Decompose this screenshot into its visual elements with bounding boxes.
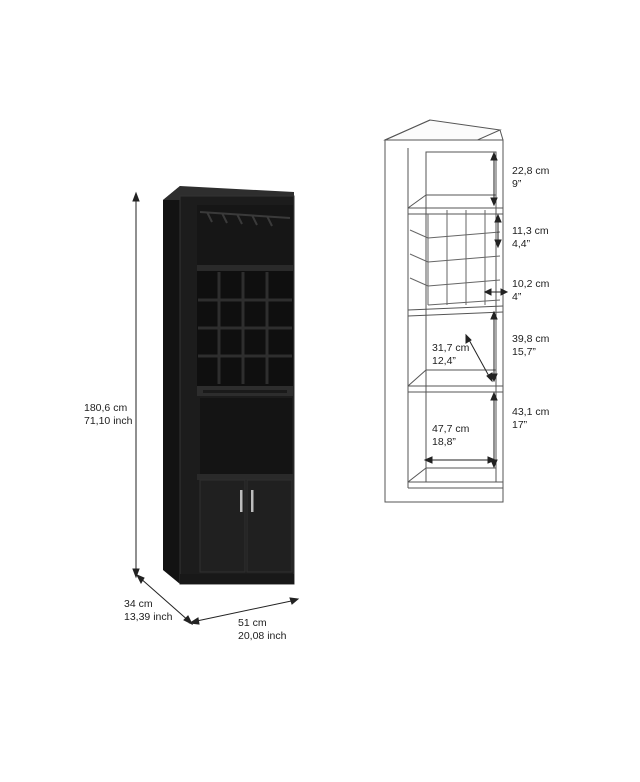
depth-label: 34 cm 13,39 inch [124, 598, 172, 624]
door-handle-left [240, 490, 243, 512]
door-handle-right [251, 490, 254, 512]
height-inch: 71,10 inch [84, 415, 133, 427]
bottom-width-in: 18,8” [432, 436, 456, 448]
middle-depth-in: 12,4” [432, 355, 456, 367]
middle-depth-label: 31,7 cm 12,4” [432, 342, 469, 368]
middle-height-cm: 39,8 cm [512, 333, 550, 345]
bottom-height-in: 17” [512, 419, 528, 431]
interior-dimension-lines [423, 151, 509, 469]
middle-height-label: 39,8 cm 15,7” [512, 333, 549, 359]
cell-in: 4,4” [512, 238, 531, 250]
bottom-height-label: 43,1 cm 17” [512, 406, 549, 432]
rack-in: 4” [512, 291, 522, 303]
cabinet-dimension-lines [132, 191, 300, 626]
height-cm: 180,6 cm [84, 402, 128, 414]
cabinet-line-drawing [383, 119, 504, 503]
width-inch: 20,08 inch [238, 630, 287, 642]
cell-cm: 11,3 cm [512, 225, 549, 237]
rack-label: 10,2 cm 4” [512, 278, 549, 304]
width-label: 51 cm 20,08 inch [238, 617, 286, 643]
top-in: 9” [512, 178, 522, 190]
width-cm: 51 cm [238, 617, 267, 629]
depth-cm: 34 cm [124, 598, 153, 610]
wine-rack-grid [198, 272, 292, 384]
height-label: 180,6 cm 71,10 inch [84, 402, 132, 428]
bottom-height-cm: 43,1 cm [512, 406, 550, 418]
bottom-width-label: 47,7 cm 18,8” [432, 423, 469, 449]
cell-label: 11,3 cm 4,4” [512, 225, 549, 251]
top-compartment-label: 22,8 cm 9” [512, 165, 549, 191]
rack-cm: 10,2 cm [512, 278, 550, 290]
middle-depth-cm: 31,7 cm [432, 342, 470, 354]
glass-holder [199, 211, 291, 227]
cabinet-photo [163, 186, 295, 585]
middle-height-in: 15,7” [512, 346, 536, 358]
top-cm: 22,8 cm [512, 165, 550, 177]
depth-inch: 13,39 inch [124, 611, 173, 623]
bottom-width-cm: 47,7 cm [432, 423, 470, 435]
